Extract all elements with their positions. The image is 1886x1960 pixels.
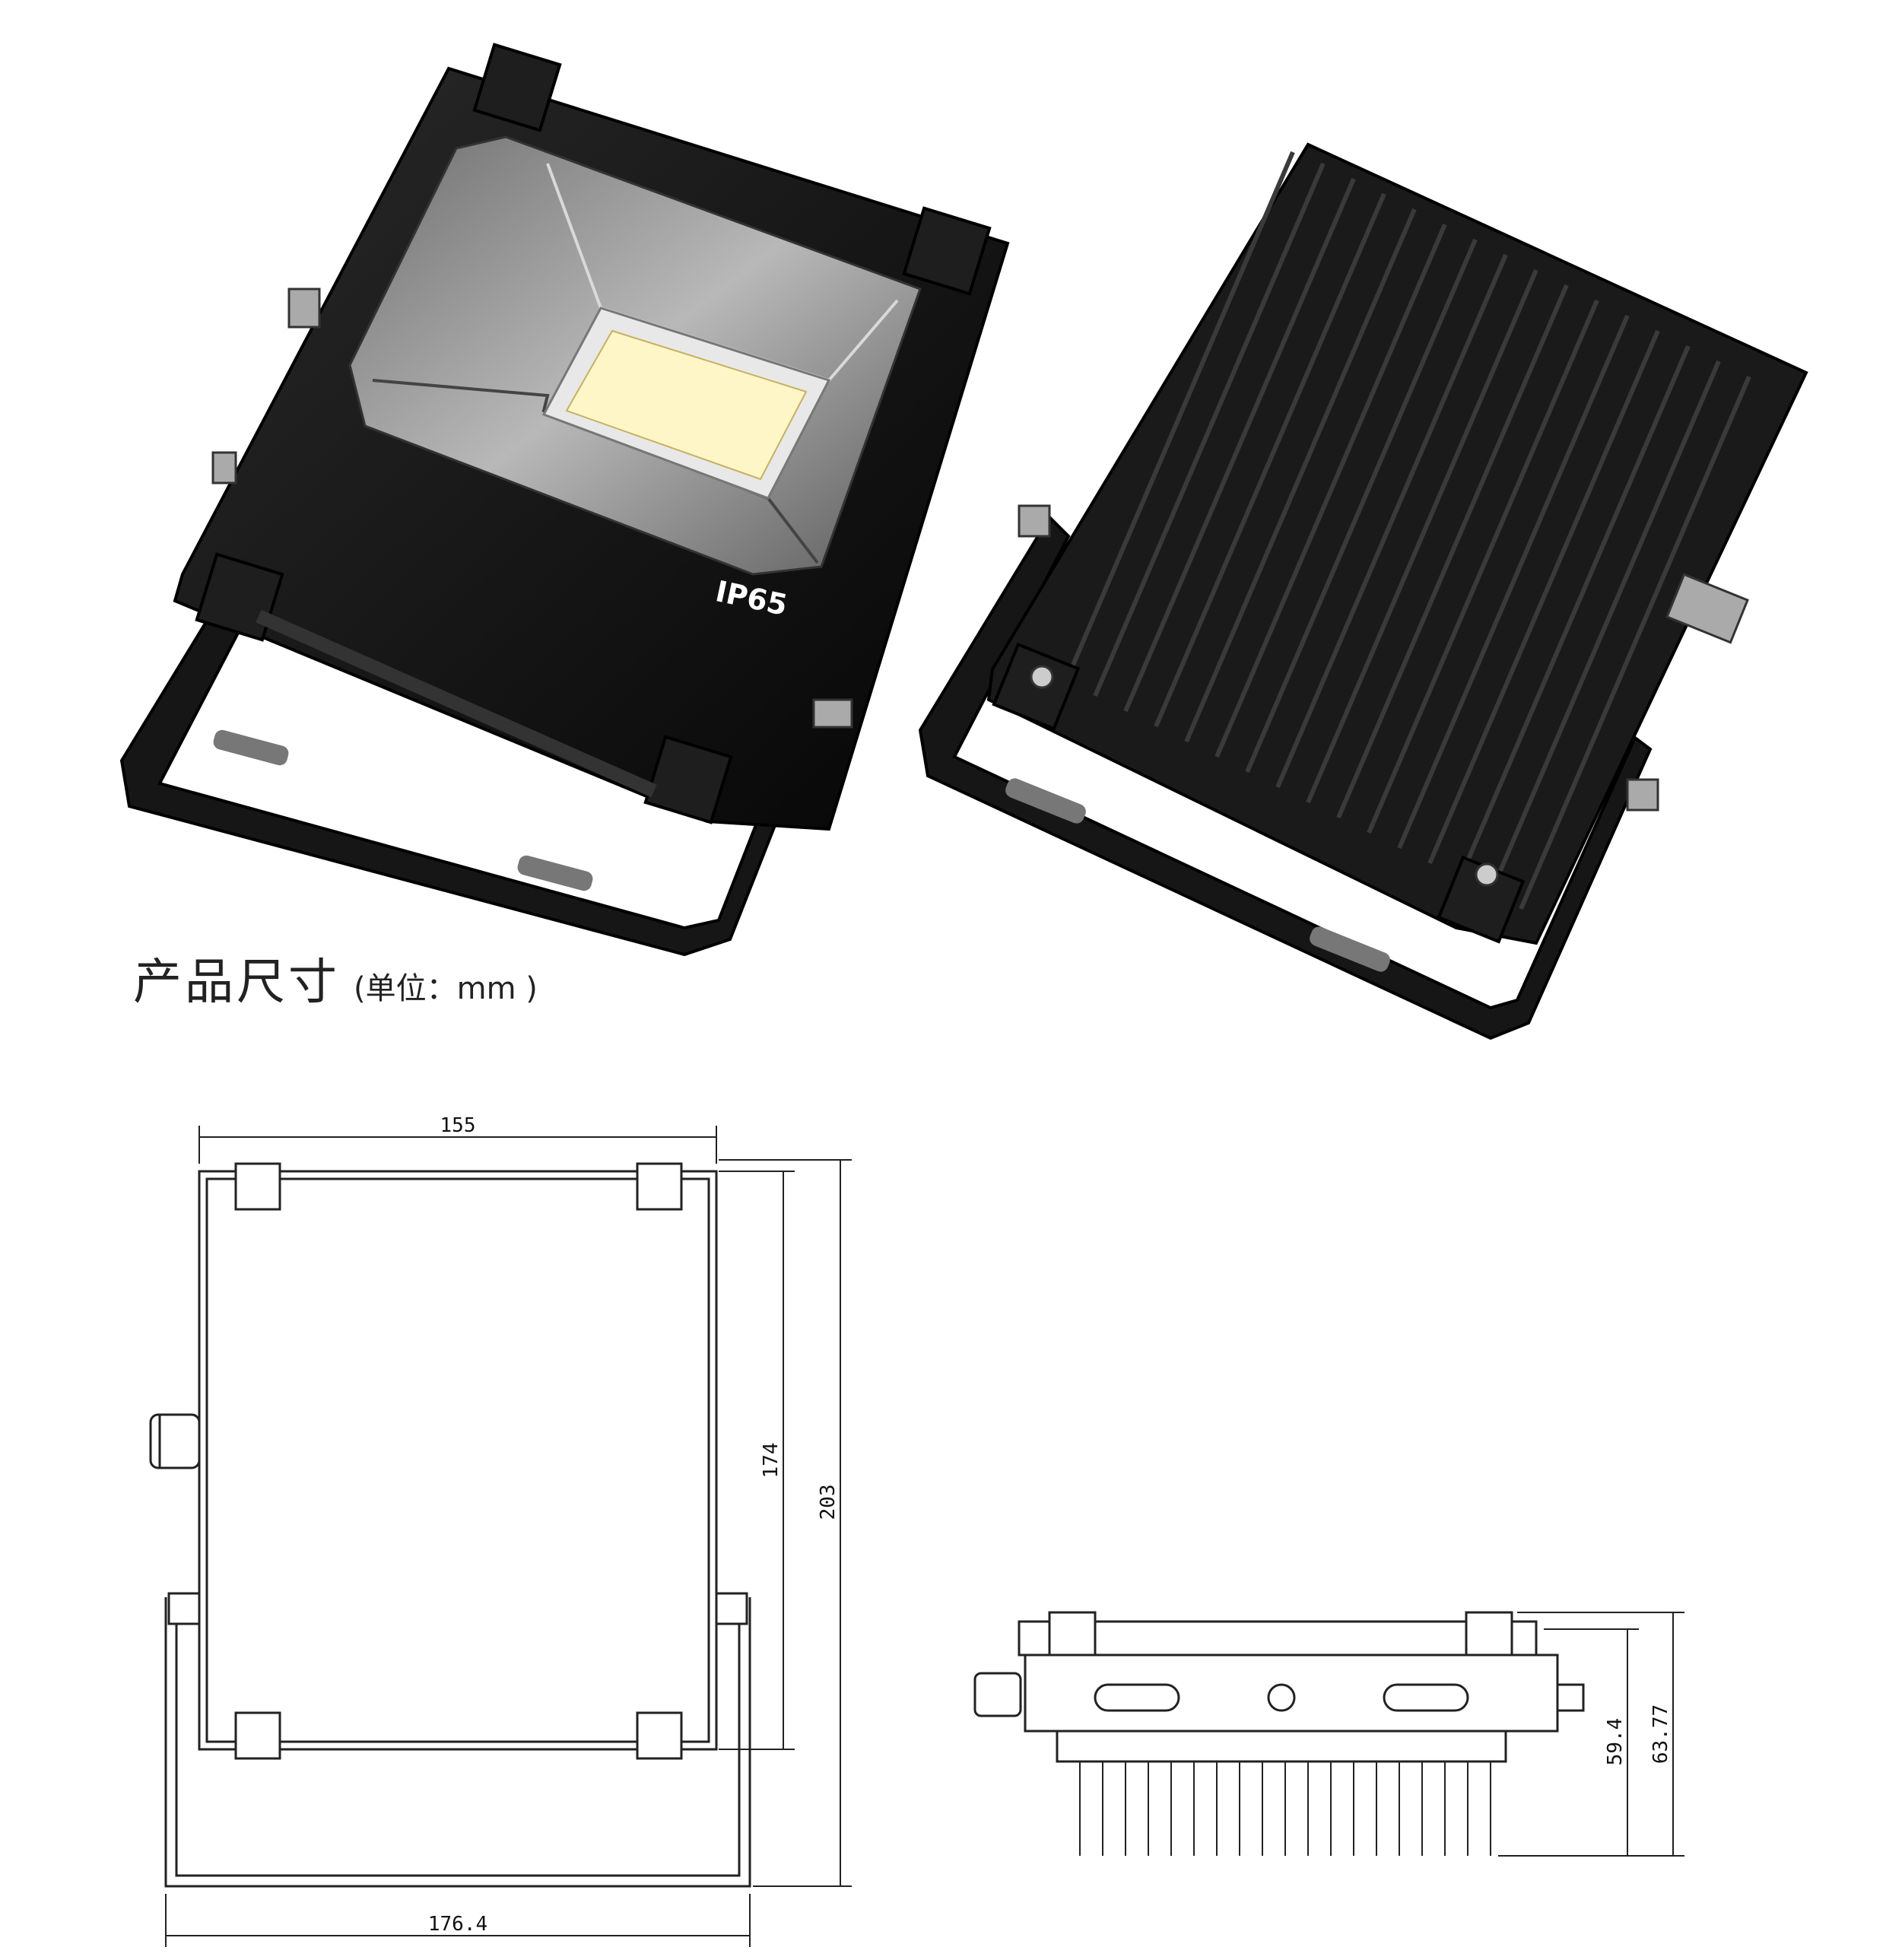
back-view-photo [918, 142, 1808, 1040]
dimension-59-4-label: 59.4 [1604, 1718, 1627, 1766]
section-title: 产品尺寸 [133, 955, 340, 1011]
dimension-174-label: 174 [760, 1443, 783, 1479]
front-view-drawing [149, 1126, 852, 1947]
dimension-203-label: 203 [817, 1485, 840, 1520]
side-view-drawing [973, 1611, 1684, 1857]
dimension-155-label: 155 [440, 1114, 476, 1137]
section-heading: 产品尺寸 (单位：mm ) [133, 943, 538, 1013]
dimension-63-77-label: 63.77 [1649, 1704, 1672, 1764]
unit-label: (单位：mm ) [354, 971, 538, 1006]
front-outline [198, 1170, 718, 1751]
dimension-176-4-label: 176.4 [428, 1913, 487, 1936]
front-view-photo: IP65 [119, 43, 1010, 957]
